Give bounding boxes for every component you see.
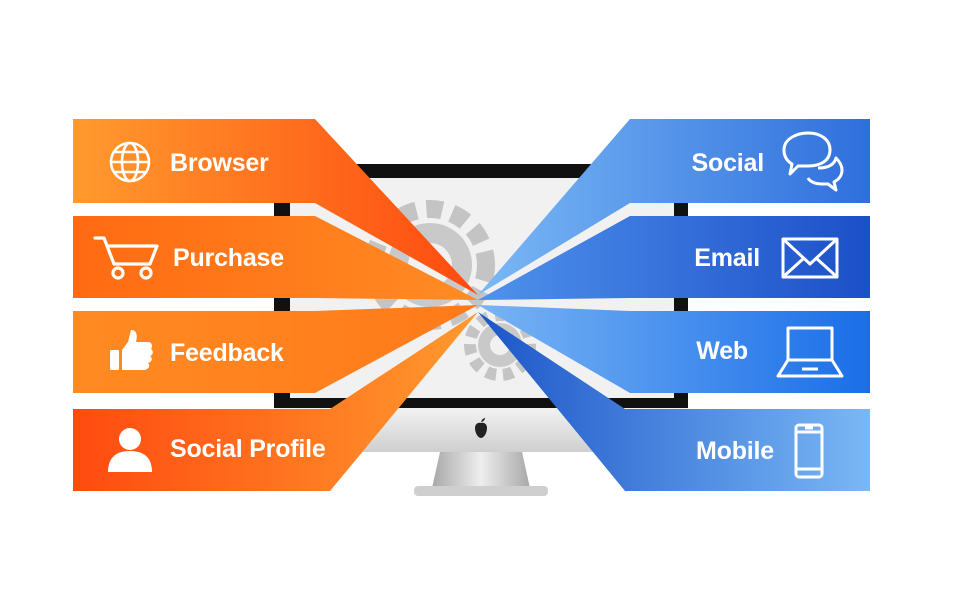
ribbon-browser bbox=[73, 119, 478, 295]
ribbon-purchase bbox=[73, 216, 478, 300]
smartphone-icon bbox=[794, 423, 824, 479]
left-ribbons bbox=[73, 119, 478, 491]
apple-logo-icon bbox=[475, 418, 487, 438]
monitor-stand bbox=[432, 452, 530, 488]
ribbon-social-profile bbox=[73, 312, 478, 491]
label-web: Web bbox=[696, 337, 748, 365]
monitor-base bbox=[414, 486, 548, 496]
thumbs-up-icon bbox=[110, 330, 153, 370]
chat-bubbles-icon bbox=[782, 131, 844, 192]
right-ribbons bbox=[478, 119, 870, 491]
ribbon-web bbox=[478, 305, 870, 393]
label-mobile: Mobile bbox=[696, 437, 774, 465]
label-social-profile: Social Profile bbox=[170, 435, 326, 463]
ribbon-social bbox=[478, 119, 870, 295]
label-purchase: Purchase bbox=[173, 244, 284, 272]
label-email: Email bbox=[694, 244, 760, 272]
label-feedback: Feedback bbox=[170, 339, 284, 367]
globe-icon bbox=[109, 141, 151, 183]
ribbon-mobile bbox=[478, 312, 870, 491]
user-icon bbox=[108, 428, 152, 472]
ribbon-feedback bbox=[73, 305, 478, 393]
label-social: Social bbox=[691, 149, 765, 177]
ribbon-email bbox=[478, 216, 870, 300]
label-browser: Browser bbox=[170, 149, 269, 177]
laptop-icon bbox=[776, 326, 844, 378]
shopping-cart-icon bbox=[93, 236, 159, 280]
envelope-icon bbox=[781, 237, 839, 279]
